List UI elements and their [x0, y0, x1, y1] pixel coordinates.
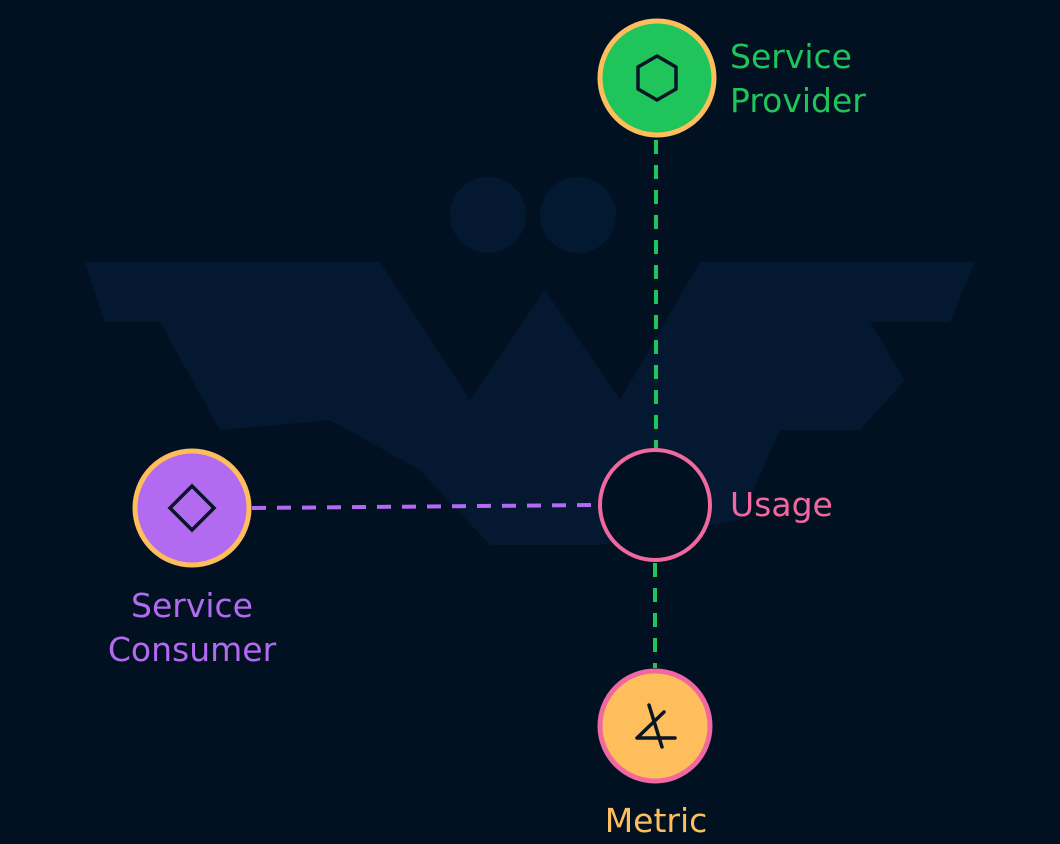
service-consumer-label-line1: Service [131, 586, 253, 625]
node-usage[interactable] [598, 448, 712, 562]
node-metric[interactable] [597, 668, 713, 784]
hexagon-icon [636, 54, 678, 102]
usage-label: Usage [730, 483, 833, 527]
service-provider-label-line1: Service [730, 37, 852, 76]
service-provider-label: Service Provider [730, 35, 866, 123]
diamond-icon [167, 483, 217, 533]
service-consumer-label-line2: Consumer [107, 630, 277, 669]
service-consumer-label: Service Consumer [92, 584, 292, 672]
not-angle-icon [635, 703, 677, 749]
metric-label: Metric [556, 799, 756, 843]
node-service-consumer[interactable] [132, 448, 252, 568]
background-watermark [85, 177, 975, 545]
service-provider-label-line2: Provider [730, 81, 866, 120]
edge-consumer-usage [251, 503, 599, 510]
node-service-provider[interactable] [597, 18, 717, 138]
metric-label-text: Metric [604, 801, 708, 840]
usage-label-text: Usage [730, 485, 833, 524]
